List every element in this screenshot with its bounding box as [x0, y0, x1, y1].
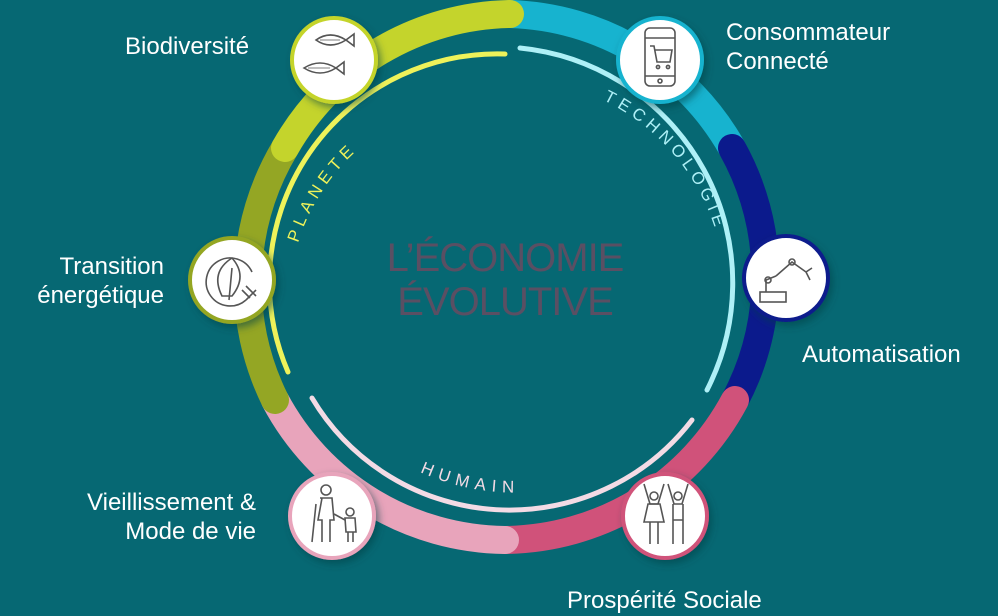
label-prosperite: Prospérité Sociale	[567, 587, 762, 614]
label-automatisation: Automatisation	[802, 341, 961, 368]
arc-label-humain: HUMAIN	[418, 458, 520, 496]
label-consommateur-line-1: Consommateur	[726, 19, 891, 46]
label-vieillissement-line-2: Mode de vie	[125, 518, 256, 545]
label-vieillissement: Vieillissement & Mode de vie	[40, 488, 256, 546]
fish-icon	[302, 32, 355, 76]
label-consommateur: Consommateur Connecté	[726, 18, 890, 76]
elder-child-icon	[311, 484, 357, 543]
robot-arm-icon	[759, 258, 813, 303]
label-consommateur-line-2: Connecté	[726, 48, 829, 75]
node-vieillissement	[288, 472, 376, 560]
title-line-1: L’ÉCONOMIE	[386, 236, 625, 280]
label-transition: Transition énergétique	[20, 252, 164, 310]
smartphone-cart-icon	[644, 27, 676, 87]
people-cheering-icon	[643, 483, 689, 544]
leaf-plug-icon	[205, 256, 257, 307]
inner-arc-planete	[267, 51, 508, 375]
label-transition-line-1: Transition	[59, 253, 164, 280]
node-biodiversite	[290, 16, 378, 104]
diagram-title: L’ÉCONOMIE ÉVOLUTIVE	[340, 236, 670, 324]
label-biodiversite: Biodiversité	[125, 33, 250, 60]
inner-ring	[267, 45, 736, 513]
node-prosperite	[621, 472, 709, 560]
ring-segment-planete	[271, 0, 524, 162]
node-transition	[188, 236, 276, 324]
inner-arc-technologie	[517, 45, 736, 393]
title-line-2: ÉVOLUTIVE	[397, 280, 614, 324]
inner-arc-humain	[309, 395, 695, 513]
label-vieillissement-line-1: Vieillissement &	[87, 489, 256, 516]
label-transition-line-2: énergétique	[37, 282, 164, 309]
node-consommateur	[616, 16, 704, 104]
node-automatisation	[742, 234, 830, 322]
